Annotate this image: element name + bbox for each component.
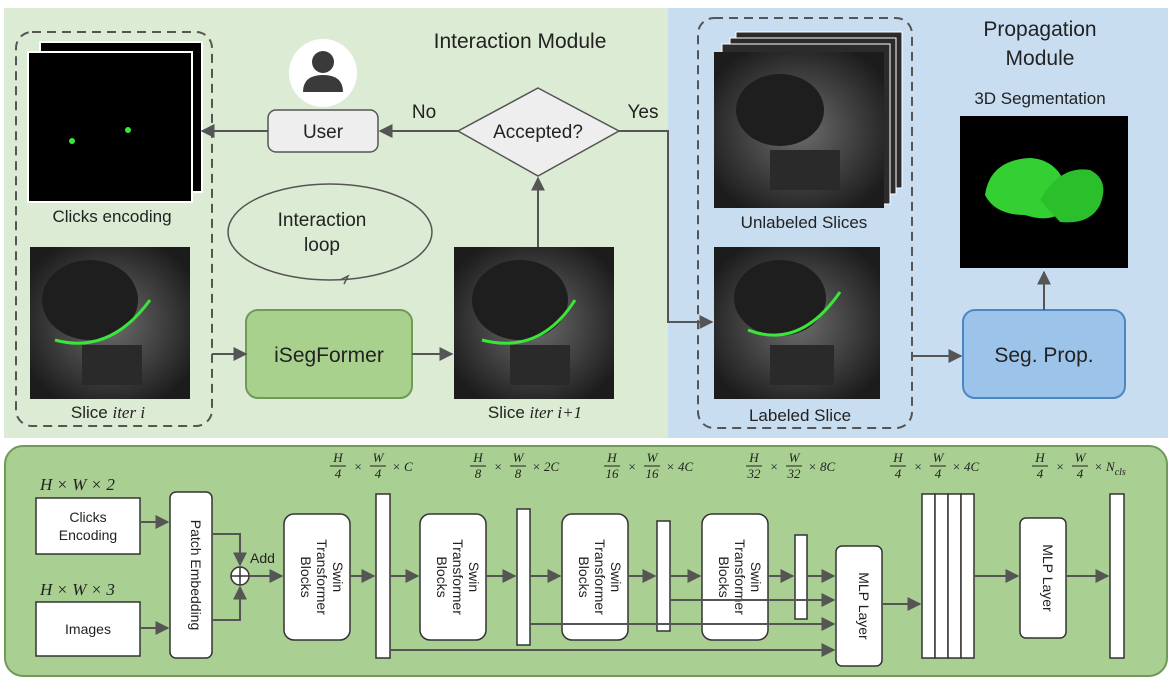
- dim-num: H: [606, 450, 617, 465]
- dim-tail: × 4C: [666, 459, 694, 474]
- slice-iter-i-image: [30, 247, 190, 399]
- dim-num: H: [332, 450, 343, 465]
- dim-num2: W: [513, 450, 525, 465]
- feature-map-1: [375, 493, 391, 659]
- user-label: User: [303, 122, 344, 143]
- slice-iter-i-plus-1-image: [454, 247, 614, 399]
- propagation-title-line2: Module: [1006, 47, 1075, 70]
- dim-den2: 16: [646, 466, 660, 481]
- feature-map-3: [656, 520, 671, 632]
- seg3d-caption: 3D Segmentation: [974, 89, 1105, 108]
- add-label: Add: [250, 550, 275, 566]
- dim-times: ×: [494, 459, 503, 474]
- dim-den2: 4: [1077, 466, 1084, 481]
- interaction-loop: [227, 183, 433, 281]
- loop-label-line1: Interaction: [278, 210, 367, 231]
- dim-num: H: [748, 450, 759, 465]
- dim-den: 4: [335, 466, 342, 481]
- clicks-encoding-line1: Clicks: [69, 509, 106, 525]
- dimension-label-3: H16×W16× 4C: [604, 450, 694, 481]
- svg-text:SwinTransformerBlocks: SwinTransformerBlocks: [716, 539, 764, 615]
- dim-times: ×: [354, 459, 363, 474]
- unlabeled-slices-image: [714, 31, 903, 208]
- seg-prop-label: Seg. Prop.: [994, 344, 1093, 367]
- dim-den2: 32: [787, 466, 802, 481]
- dim-den: 4: [895, 466, 902, 481]
- clicks-dim: H × W × 2: [39, 475, 115, 494]
- mlp-layer-1-label: MLP Layer: [856, 572, 872, 640]
- labeled-slice-caption: Labeled Slice: [749, 406, 851, 425]
- dim-times: ×: [914, 459, 923, 474]
- images-dim: H × W × 3: [39, 580, 115, 599]
- slice-iter-i-plus-1-caption: Slice iter i+1: [488, 403, 582, 422]
- dim-num2: W: [647, 450, 659, 465]
- dim-tail: × 2C: [532, 459, 560, 474]
- svg-text:SwinTransformerBlocks: SwinTransformerBlocks: [298, 539, 346, 615]
- unlabeled-slices-caption: Unlabeled Slices: [741, 213, 868, 232]
- segmentation-3d-image: [960, 116, 1128, 268]
- dim-den2: 8: [515, 466, 522, 481]
- swin-block-1[interactable]: SwinTransformerBlocks: [283, 513, 351, 641]
- dim-num2: W: [1075, 450, 1087, 465]
- dim-num: H: [472, 450, 483, 465]
- dim-tail: × 8C: [808, 459, 836, 474]
- dim-num2: W: [373, 450, 385, 465]
- accepted-decision: [456, 87, 621, 177]
- input-group-frame: [15, 31, 213, 427]
- patch-embedding-box[interactable]: [169, 491, 213, 659]
- dimension-label-1: H4×W4× C: [330, 450, 413, 481]
- dim-num2: W: [789, 450, 801, 465]
- no-label: No: [412, 102, 436, 123]
- dim-num: H: [1034, 450, 1045, 465]
- loop-label-line2: loop: [304, 235, 340, 256]
- slices-group-frame: [697, 17, 913, 429]
- clicks-encoding-box[interactable]: [35, 497, 141, 555]
- dim-times: ×: [770, 459, 779, 474]
- yes-label: Yes: [628, 102, 659, 123]
- dim-den: 4: [1037, 466, 1044, 481]
- dim-den: 32: [747, 466, 762, 481]
- dim-tail: × 4C: [952, 459, 980, 474]
- output-map: [1109, 493, 1125, 659]
- dim-den2: 4: [375, 466, 382, 481]
- feature-map-2: [516, 508, 531, 646]
- user-avatar-icon: [289, 39, 357, 107]
- dimension-label-2: H8×W8× 2C: [470, 450, 560, 481]
- clicks-encoding-caption: Clicks encoding: [52, 207, 171, 226]
- clicks-encoding-image: [27, 41, 203, 203]
- feature-map-4: [794, 534, 808, 620]
- dimension-label-4: H32×W32× 8C: [746, 450, 836, 481]
- clicks-encoding-line2: Encoding: [59, 527, 117, 543]
- svg-text:SwinTransformerBlocks: SwinTransformerBlocks: [576, 539, 624, 615]
- patch-embedding-label: Patch Embedding: [188, 520, 204, 631]
- mlp-layer-2-label: MLP Layer: [1040, 544, 1056, 612]
- dim-num: H: [892, 450, 903, 465]
- labeled-slice-image: [714, 247, 880, 399]
- mlp-layer-2[interactable]: [1019, 517, 1067, 639]
- mlp-layer-1[interactable]: [835, 545, 883, 667]
- concat-feature-maps: [921, 493, 975, 659]
- slice-iter-i-caption: Slice iter i: [71, 403, 145, 422]
- dim-num2: W: [933, 450, 945, 465]
- images-label: Images: [65, 621, 111, 637]
- svg-text:SwinTransformerBlocks: SwinTransformerBlocks: [434, 539, 482, 615]
- dim-times: ×: [628, 459, 637, 474]
- swin-block-3[interactable]: SwinTransformerBlocks: [561, 513, 629, 641]
- interaction-title: Interaction Module: [434, 30, 607, 53]
- swin-block-4[interactable]: SwinTransformerBlocks: [701, 513, 769, 641]
- dim-den: 16: [606, 466, 620, 481]
- propagation-title-line1: Propagation: [983, 18, 1096, 41]
- swin-block-2[interactable]: SwinTransformerBlocks: [419, 513, 487, 641]
- accepted-label: Accepted?: [493, 122, 583, 143]
- dim-den2: 4: [935, 466, 942, 481]
- dim-den: 8: [475, 466, 482, 481]
- dim-times: ×: [1056, 459, 1065, 474]
- dim-tail: × C: [392, 459, 413, 474]
- isegformer-label: iSegFormer: [274, 344, 384, 367]
- add-icon: [230, 566, 250, 586]
- dimension-label-5: H4×W4× 4C: [890, 450, 980, 481]
